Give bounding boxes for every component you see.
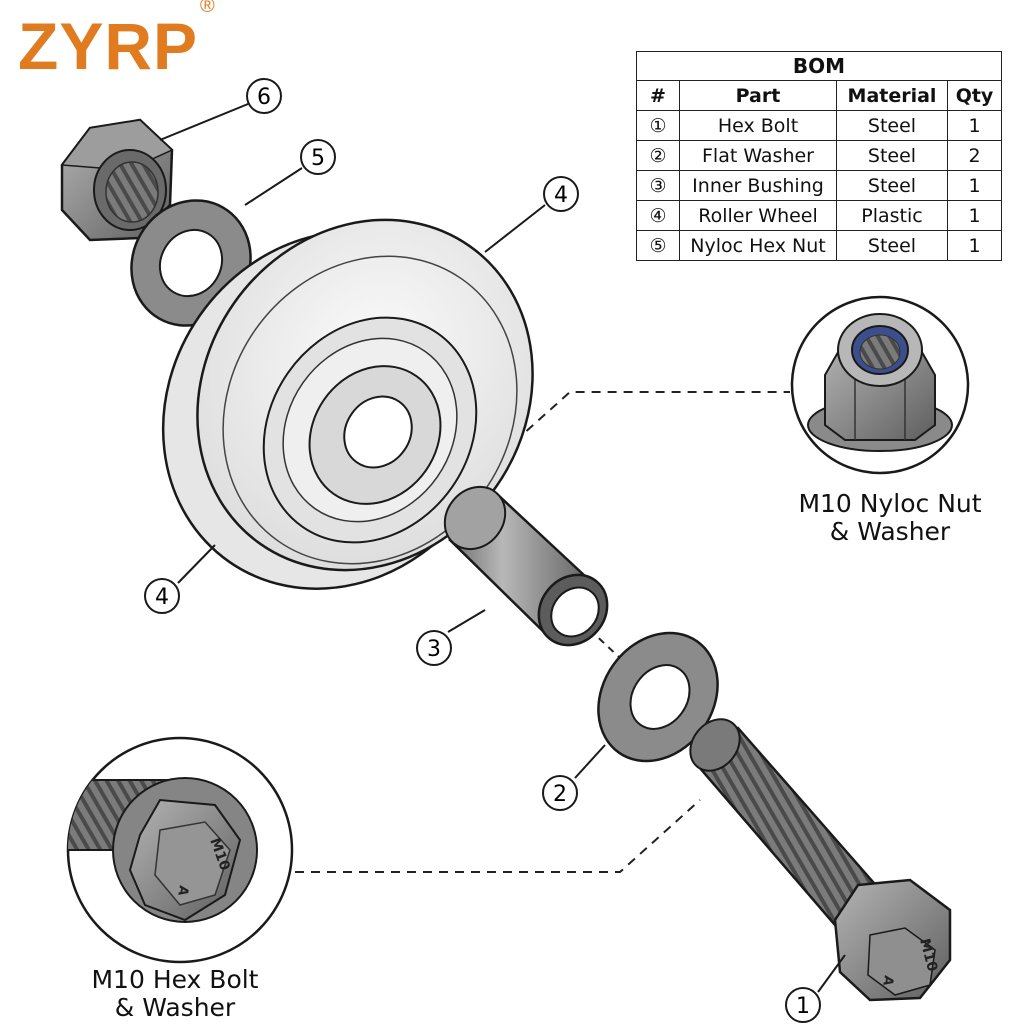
bom-cell-qty: 2 bbox=[947, 140, 1002, 171]
bom-header-material: Material bbox=[836, 80, 948, 111]
bom-cell-num: ③ bbox=[636, 170, 680, 201]
bom-cell-qty: 1 bbox=[947, 110, 1002, 141]
bom-row: ② Flat Washer Steel 2 bbox=[636, 140, 1002, 171]
balloon-2: 2 bbox=[542, 775, 578, 811]
bom-row: ① Hex Bolt Steel 1 bbox=[636, 110, 1002, 141]
hex-bolt-label-line2: & Washer bbox=[114, 993, 236, 1022]
flat-washer-lower bbox=[597, 631, 719, 763]
balloon-3-label: 3 bbox=[427, 637, 441, 662]
registered-mark: ® bbox=[200, 0, 216, 17]
balloon-4-left: 4 bbox=[144, 578, 180, 614]
balloon-leaders bbox=[159, 103, 846, 993]
bom-cell-qty: 1 bbox=[947, 170, 1002, 201]
bom-header-part: Part bbox=[679, 80, 837, 111]
bom-cell-qty: 1 bbox=[947, 230, 1002, 261]
bom-cell-part: Hex Bolt bbox=[679, 110, 837, 141]
balloon-1: 1 bbox=[785, 987, 821, 1023]
bom-title: BOM bbox=[636, 51, 1002, 80]
bom-cell-material: Steel bbox=[836, 140, 948, 171]
balloon-6: 6 bbox=[246, 78, 282, 114]
bom-cell-num: ⑤ bbox=[636, 230, 680, 261]
brand-logo: ZYRP® bbox=[18, 0, 216, 84]
nyloc-nut-label-line2: & Washer bbox=[829, 517, 951, 546]
bom-cell-material: Steel bbox=[836, 230, 948, 261]
hex-nut-part bbox=[60, 118, 174, 242]
balloon-1-label: 1 bbox=[796, 994, 810, 1019]
hex-bolt-label-line1: M10 Hex Bolt bbox=[91, 965, 259, 994]
bom-cell-material: Plastic bbox=[836, 200, 948, 231]
hex-bolt-detail-label: M10 Hex Bolt & Washer bbox=[65, 966, 285, 1022]
bom-row: ④ Roller Wheel Plastic 1 bbox=[636, 200, 1002, 231]
balloon-4-left-label: 4 bbox=[155, 585, 169, 610]
nyloc-nut-label-line1: M10 Nyloc Nut bbox=[798, 489, 982, 518]
detail-nyloc-nut bbox=[790, 295, 970, 475]
flat-washer-top bbox=[130, 199, 252, 327]
bom-cell-num: ④ bbox=[636, 200, 680, 231]
nyloc-nut-detail-label: M10 Nyloc Nut & Washer bbox=[780, 490, 1000, 546]
bom-cell-part: Nyloc Hex Nut bbox=[679, 230, 837, 261]
bom-table: BOM # Part Material Qty ① Hex Bolt Steel… bbox=[636, 51, 1002, 261]
bom-cell-part: Inner Bushing bbox=[679, 170, 837, 201]
bom-cell-num: ① bbox=[636, 110, 680, 141]
bom-header-qty: Qty bbox=[947, 80, 1002, 111]
bom-cell-num: ② bbox=[636, 140, 680, 171]
hex-bolt-part: M10 A bbox=[689, 718, 952, 1002]
bom-cell-material: Steel bbox=[836, 110, 948, 141]
brand-name: ZYRP bbox=[18, 9, 199, 83]
bom-cell-qty: 1 bbox=[947, 200, 1002, 231]
balloon-5-label: 5 bbox=[311, 146, 325, 171]
roller-wheel-part bbox=[161, 218, 534, 590]
bolt-grade-marking: A bbox=[879, 974, 896, 987]
balloon-4-top: 4 bbox=[543, 176, 579, 212]
detail-bolt-grade-marking: A bbox=[174, 884, 191, 897]
bom-header-row: # Part Material Qty bbox=[636, 80, 1002, 111]
bom-row: ③ Inner Bushing Steel 1 bbox=[636, 170, 1002, 201]
bom-row: ⑤ Nyloc Hex Nut Steel 1 bbox=[636, 230, 1002, 261]
balloon-6-label: 6 bbox=[257, 85, 271, 110]
balloon-5: 5 bbox=[300, 139, 336, 175]
balloon-3: 3 bbox=[416, 630, 452, 666]
bom-cell-part: Flat Washer bbox=[679, 140, 837, 171]
detail-hex-bolt: M10 A bbox=[66, 736, 294, 964]
balloon-2-label: 2 bbox=[553, 782, 567, 807]
inner-bushing-part bbox=[443, 485, 609, 647]
bom-cell-part: Roller Wheel bbox=[679, 200, 837, 231]
balloon-4-top-label: 4 bbox=[554, 183, 568, 208]
bom-cell-material: Steel bbox=[836, 170, 948, 201]
bom-header-num: # bbox=[636, 80, 680, 111]
